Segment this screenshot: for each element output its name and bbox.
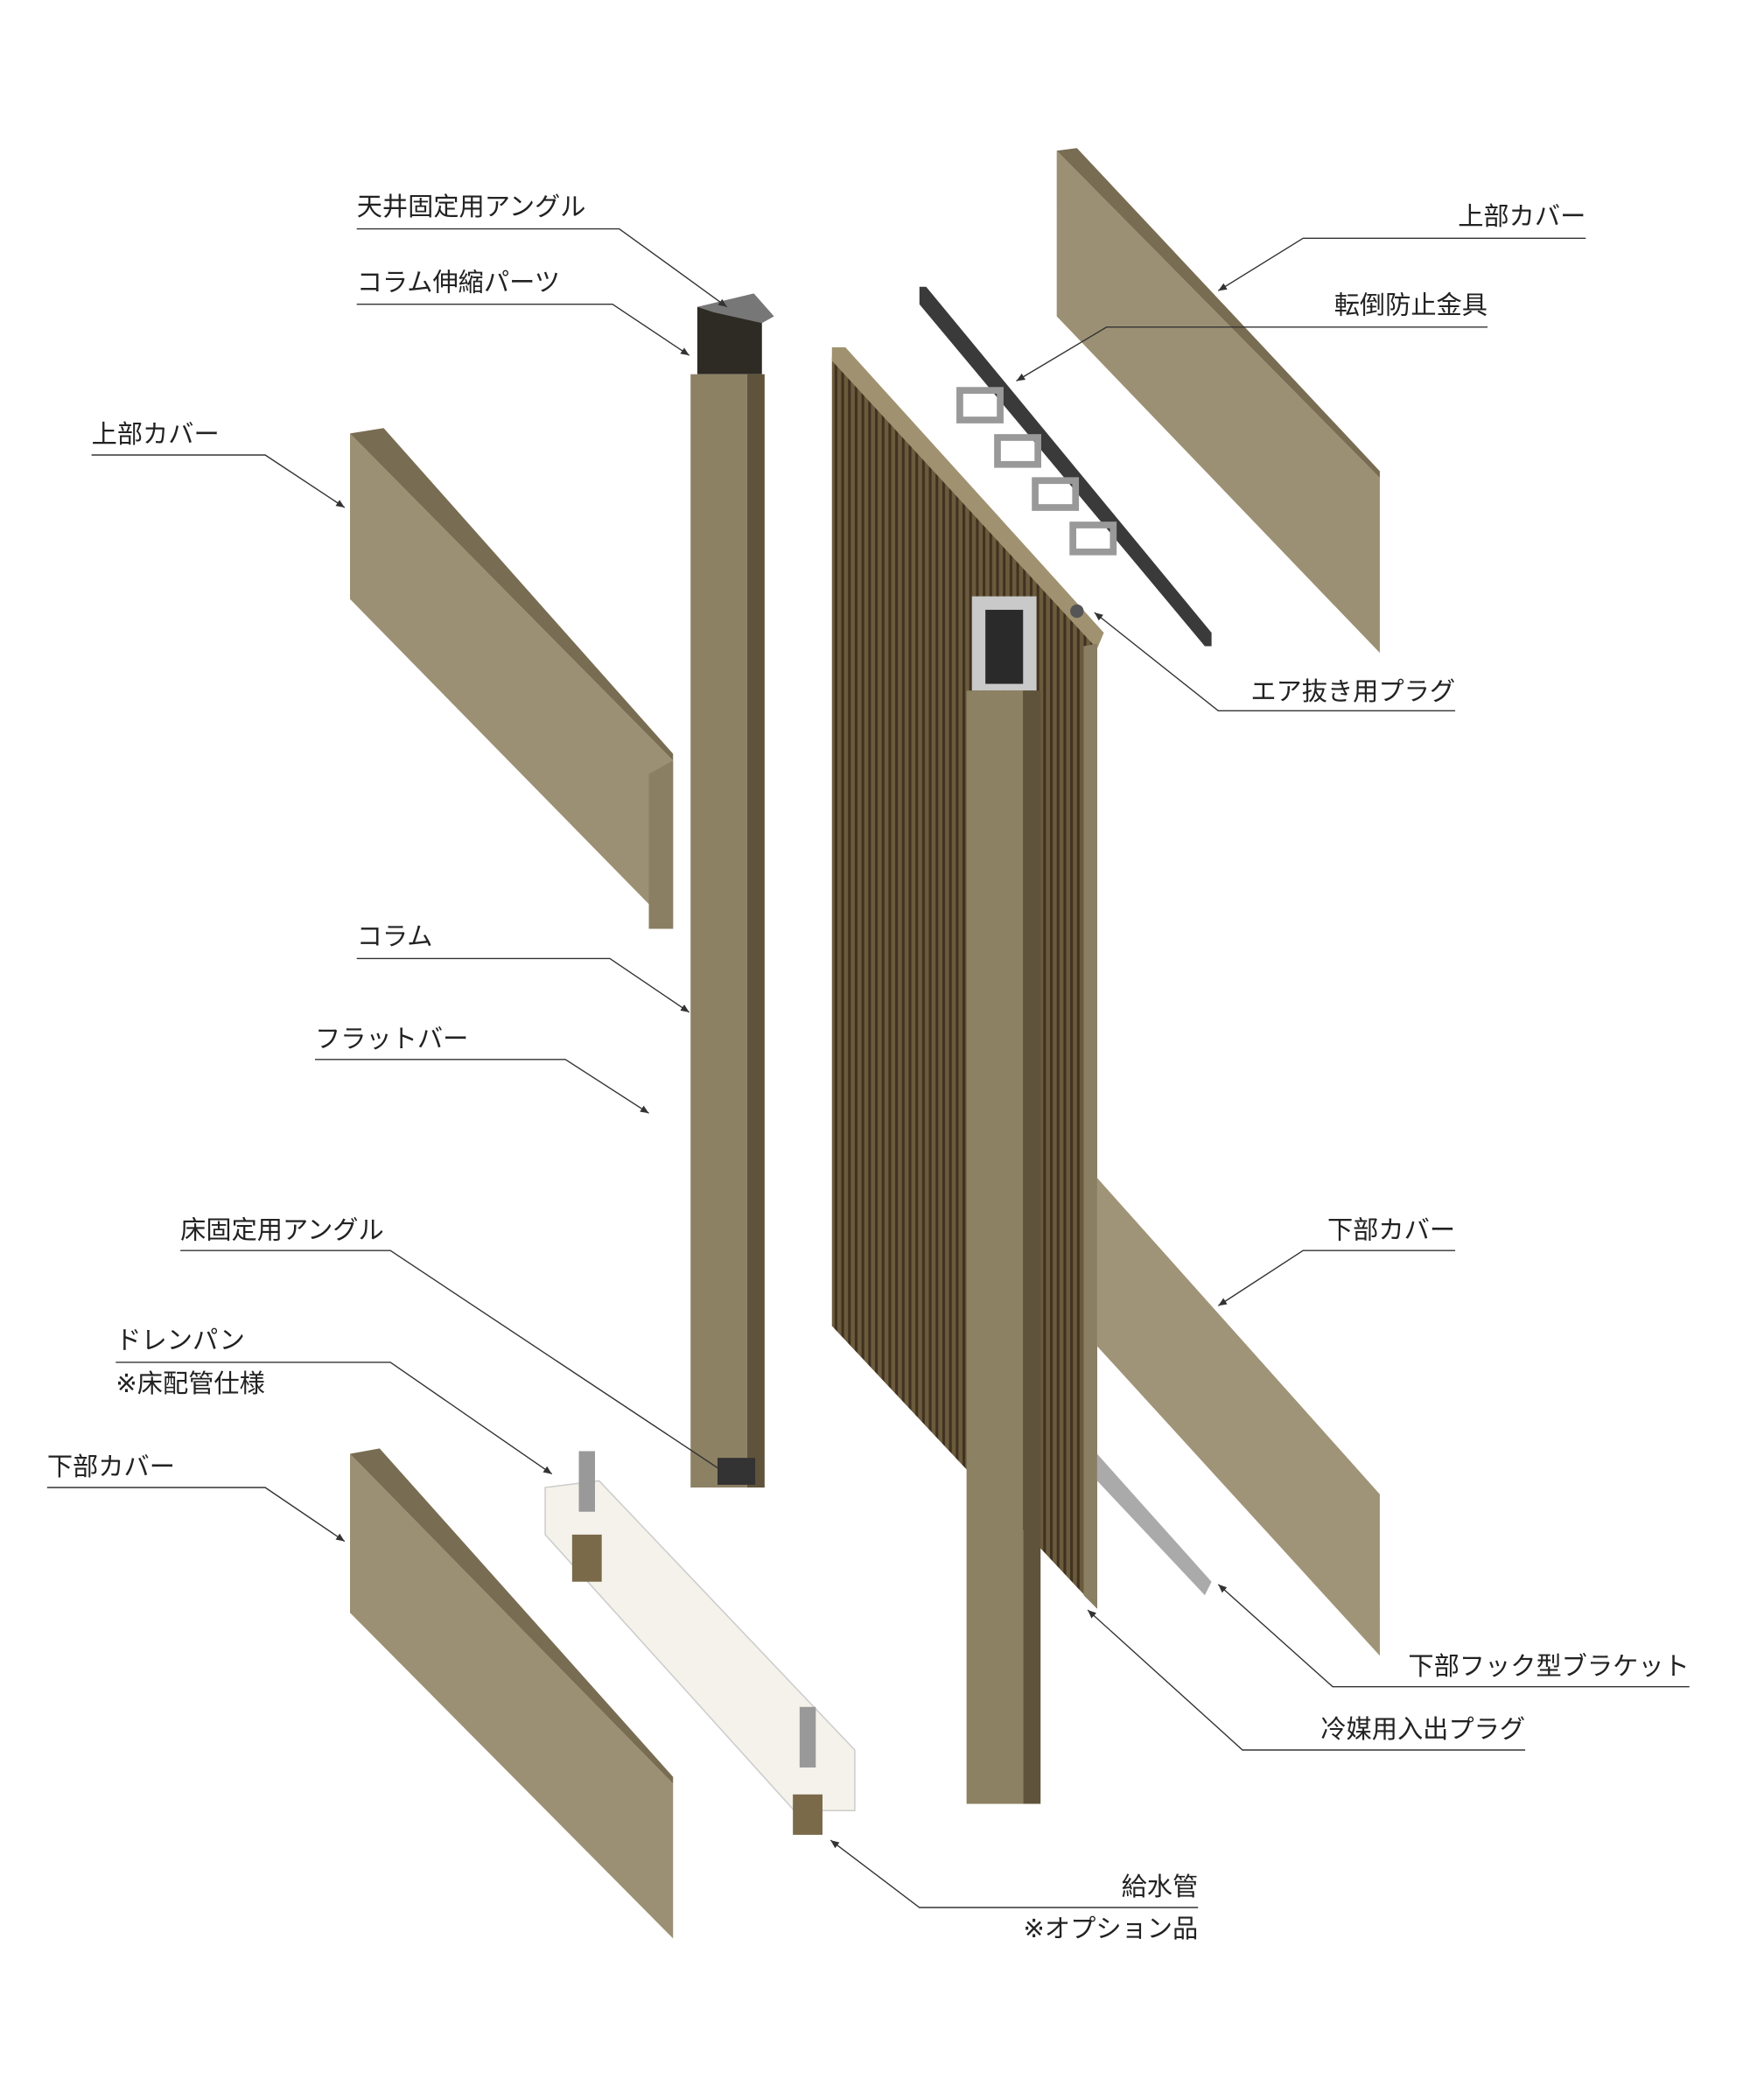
label-lower-cover-right: 下部カバー — [1217, 1214, 1456, 1306]
column-part — [690, 293, 774, 1488]
svg-text:転倒防止金具: 転倒防止金具 — [1334, 290, 1488, 319]
water-pipe-part — [578, 1451, 595, 1512]
svg-text:※オプション品: ※オプション品 — [1023, 1914, 1198, 1943]
svg-text:フラットバー: フラットバー — [315, 1024, 468, 1054]
svg-text:ドレンパン: ドレンパン — [116, 1326, 245, 1355]
svg-text:コラム: コラム — [357, 921, 433, 951]
svg-text:コラム伸縮パーツ: コラム伸縮パーツ — [357, 267, 560, 297]
right-column-part — [966, 596, 1041, 1804]
upper-cover-left-part — [350, 428, 674, 929]
label-column-extension: コラム伸縮パーツ — [356, 267, 690, 356]
svg-text:天井固定用アングル: 天井固定用アングル — [357, 192, 586, 221]
anti-tip-bracket-part — [919, 286, 1212, 647]
lower-cover-left-part — [350, 1448, 674, 1939]
label-column: コラム — [356, 921, 690, 1013]
label-floor-angle: 床固定用アングル — [180, 1214, 728, 1475]
label-lower-hook-bracket: 下部フック型ブラケット — [1217, 1584, 1690, 1688]
label-water-pipe: 給水管 ※オプション品 — [830, 1839, 1199, 1943]
svg-text:エア抜き用プラグ: エア抜き用プラグ — [1250, 676, 1455, 706]
label-lower-cover-left: 下部カバー — [47, 1452, 346, 1543]
svg-text:※床配管仕様: ※床配管仕様 — [116, 1368, 265, 1398]
label-air-vent-plug: エア抜き用プラグ — [1094, 612, 1456, 712]
svg-text:冷媒用入出プラグ: 冷媒用入出プラグ — [1320, 1714, 1525, 1744]
air-vent-plug-part — [1070, 604, 1084, 619]
svg-text:下部カバー: 下部カバー — [1327, 1214, 1455, 1244]
label-upper-cover-right: 上部カバー — [1217, 201, 1586, 291]
label-ceiling-angle: 天井固定用アングル — [356, 192, 728, 308]
drain-pan-part — [544, 1451, 856, 1835]
svg-text:床固定用アングル: 床固定用アングル — [180, 1214, 384, 1244]
lower-cover-right-part — [1096, 1178, 1380, 1656]
svg-text:上部カバー: 上部カバー — [1458, 201, 1586, 231]
svg-text:給水管: 給水管 — [1122, 1872, 1199, 1901]
svg-text:下部カバー: 下部カバー — [47, 1452, 175, 1481]
svg-text:上部カバー: 上部カバー — [92, 419, 220, 449]
label-flat-bar: フラットバー — [315, 1024, 649, 1114]
label-upper-cover-left: 上部カバー — [91, 419, 346, 508]
upper-cover-right-part — [1056, 148, 1380, 654]
label-anti-tip-bracket: 転倒防止金具 — [1016, 290, 1488, 382]
svg-text:下部フック型ブラケット: 下部フック型ブラケット — [1408, 1651, 1689, 1681]
label-refrigerant-plug: 冷媒用入出プラグ — [1087, 1609, 1526, 1751]
label-drain-pan: ドレンパン ※床配管仕様 — [116, 1326, 553, 1475]
